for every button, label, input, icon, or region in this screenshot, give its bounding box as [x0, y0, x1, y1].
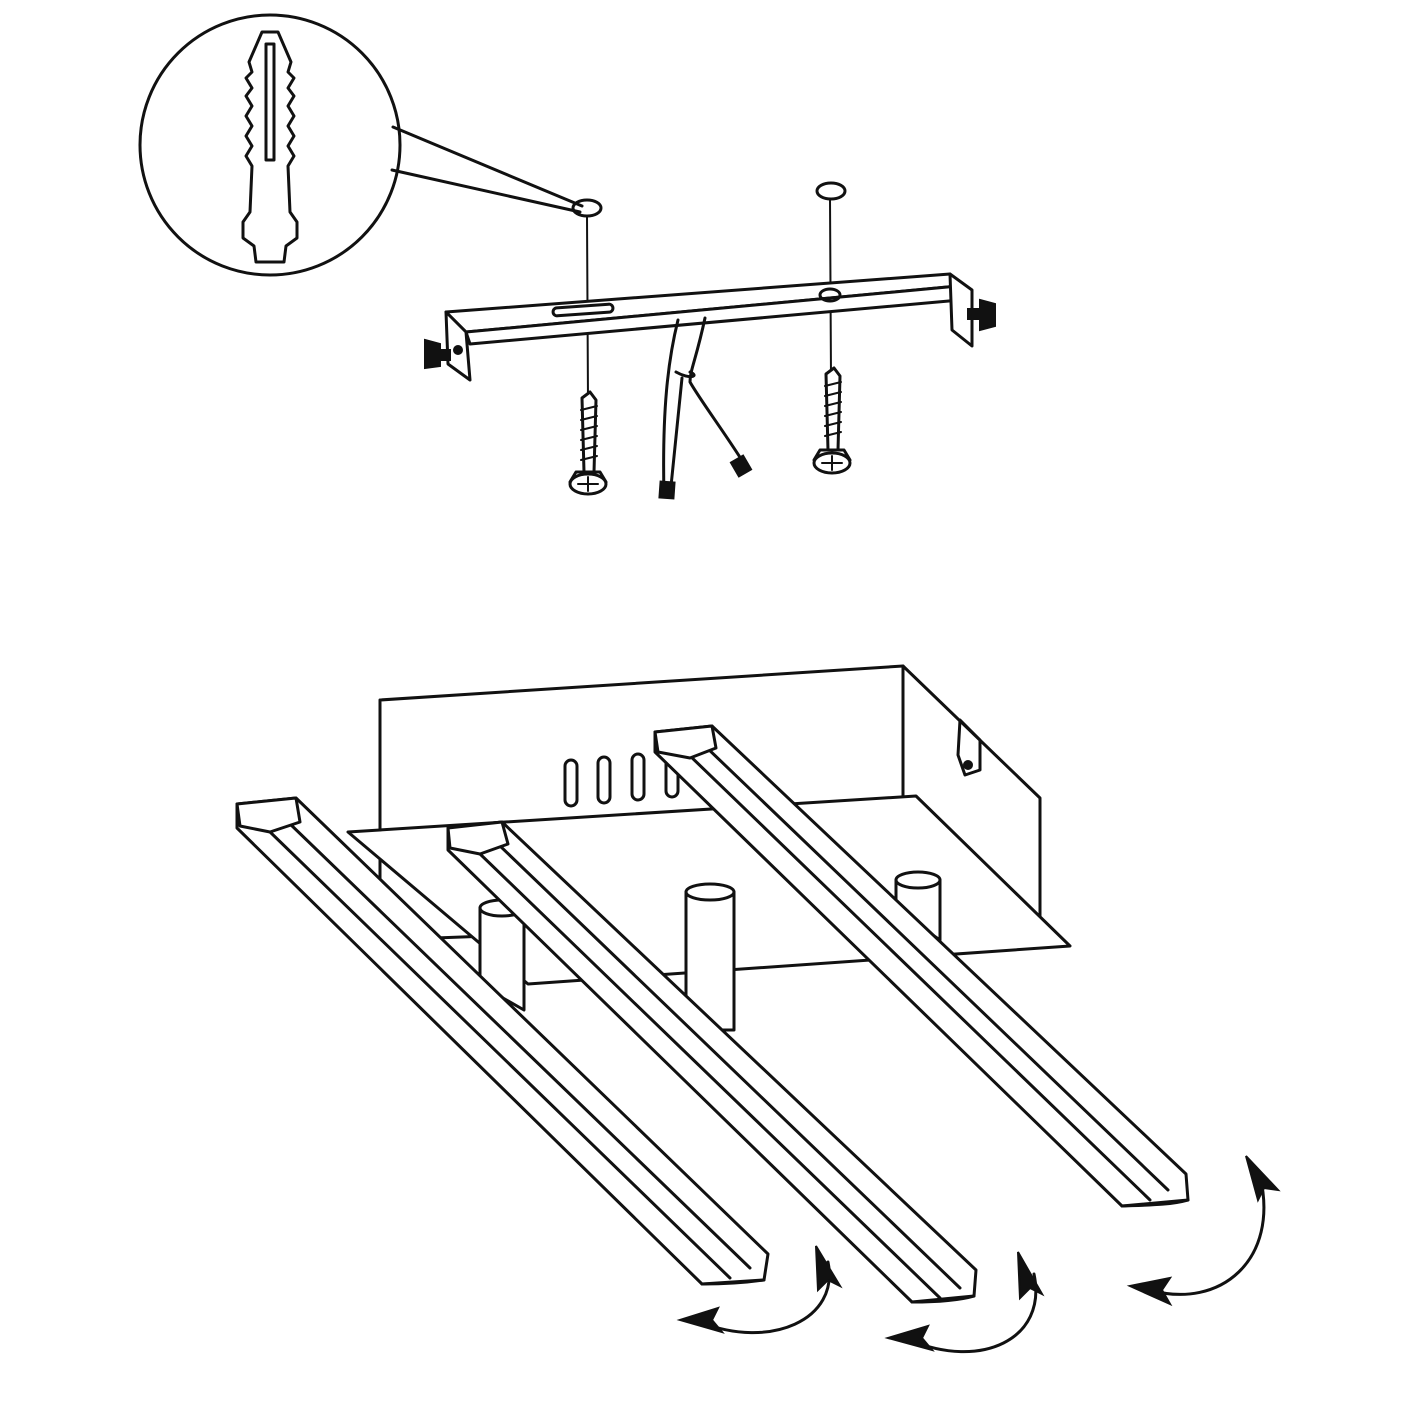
ceiling-hole-left	[571, 198, 603, 218]
bolt-left-icon	[424, 338, 451, 370]
light-bar-right	[653, 724, 1190, 1208]
rotate-arrow-left-icon	[676, 1245, 843, 1335]
power-cable	[658, 316, 753, 500]
leader-line-top	[391, 125, 584, 208]
bar-end-cap	[446, 820, 510, 856]
bracket-hole	[818, 287, 842, 303]
bar-end-cap	[235, 796, 302, 834]
screw-left-icon	[568, 390, 608, 496]
rotate-arrow-middle-icon	[884, 1251, 1045, 1354]
wall-plug-detail	[138, 13, 584, 277]
wall-plug-slot	[264, 42, 276, 162]
bracket-slot	[551, 302, 615, 318]
box-tab	[956, 718, 982, 777]
rotate-arrow-right-icon	[1126, 1155, 1281, 1307]
light-bar-middle	[446, 820, 978, 1304]
screw-right-icon	[812, 366, 852, 475]
mounting-bracket	[424, 272, 996, 382]
magnifier-circle	[138, 13, 402, 277]
ceiling-hole-right	[815, 181, 847, 201]
leader-line-bottom	[390, 168, 582, 214]
bolt-right-icon	[967, 298, 996, 332]
bracket-right-flange	[948, 272, 974, 348]
wall-plug-icon	[241, 30, 299, 264]
bar-end-cap	[653, 724, 718, 760]
light-bar-left	[235, 796, 770, 1286]
